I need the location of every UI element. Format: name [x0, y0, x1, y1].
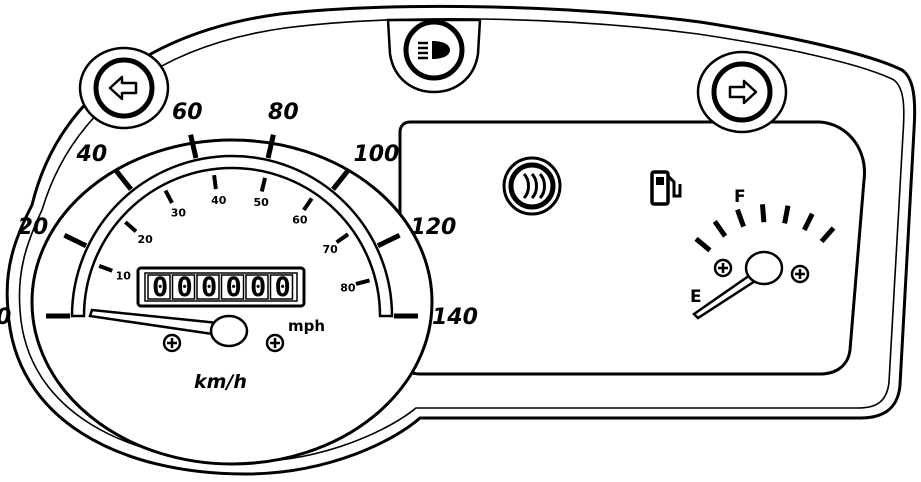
odometer-digit: 0	[250, 272, 266, 303]
mph-tick-label: 80	[340, 281, 356, 294]
mph-tick-label: 60	[292, 213, 308, 226]
odometer-digit: 0	[201, 272, 217, 303]
speed-needle-hub	[209, 314, 249, 348]
mph-unit-label: mph	[288, 317, 325, 335]
mounting-screw-icon	[265, 333, 285, 353]
mounting-screw-icon	[162, 333, 182, 353]
kmh-tick-label: 80	[268, 100, 299, 125]
odometer-digit-cell	[196, 274, 220, 300]
kmh-tick-label: 20	[18, 215, 49, 240]
right-turn-icon	[728, 79, 758, 105]
mph-tick	[302, 197, 314, 212]
kmh-tick	[331, 169, 350, 191]
kmh-tick-label: 100	[353, 142, 399, 167]
mounting-screw-icon	[790, 264, 810, 284]
engine-check-icon	[522, 172, 546, 200]
odometer-digit-cell	[245, 274, 269, 300]
fuel-level-segment	[782, 205, 791, 224]
mph-tick-label: 70	[322, 243, 338, 256]
mph-tick-label: 20	[137, 233, 153, 246]
odometer-digit: 0	[275, 272, 291, 303]
odometer-digit-cell	[171, 274, 196, 300]
kmh-tick	[376, 233, 401, 248]
left-turn-indicator	[78, 46, 170, 130]
odometer-digit: 0	[226, 272, 242, 303]
headlight-icon	[418, 41, 450, 60]
mph-tick	[335, 232, 350, 244]
mph-scale-labels: 10 20 30 40 50 60 70 80	[116, 194, 356, 295]
mph-tick	[163, 189, 174, 204]
fuel-level-segment	[694, 236, 712, 253]
kmh-tick-label: 60	[172, 100, 203, 125]
fuel-level-segment	[819, 226, 836, 244]
fuel-pump-icon	[650, 170, 682, 206]
cluster-housing-inner	[18, 18, 905, 463]
kmh-tick-label: 0	[0, 305, 11, 330]
mph-tick	[355, 278, 370, 286]
odometer-digit: 0	[177, 272, 193, 303]
kmh-tick	[188, 134, 199, 159]
kmh-tick	[265, 134, 276, 159]
odometer-digit-cell	[147, 274, 171, 300]
fuel-level-segments	[694, 204, 836, 253]
kmh-tick-label: 120	[410, 215, 456, 240]
headlight-indicator	[386, 18, 482, 94]
kmh-tick	[63, 233, 88, 248]
mph-tick	[98, 263, 113, 273]
mph-tick-label: 10	[116, 269, 132, 282]
mph-tick-label: 50	[253, 196, 269, 209]
kmh-tick	[114, 169, 133, 191]
right-turn-indicator	[696, 50, 788, 134]
kmh-scale-labels: 020406080100120140	[0, 100, 478, 330]
fuel-empty-label: E	[690, 287, 702, 307]
fuel-level-segment	[735, 208, 746, 228]
fuel-needle-hub	[744, 250, 784, 286]
odometer-digit: 0	[152, 272, 168, 303]
fuel-panel	[398, 120, 866, 376]
mph-tick	[124, 220, 138, 233]
mph-tick-label: 30	[171, 207, 187, 220]
mph-tick	[212, 174, 218, 190]
kmh-tick-label: 140	[432, 305, 478, 330]
engine-check-indicator	[502, 156, 562, 216]
mph-tick-label: 40	[211, 194, 227, 207]
fuel-level-segment	[712, 220, 728, 238]
fuel-level-segment	[759, 204, 767, 223]
left-turn-icon	[108, 75, 138, 101]
kmh-unit-label: km/h	[194, 371, 247, 393]
mph-tick-marks	[98, 174, 370, 286]
fuel-full-label: F	[734, 187, 746, 207]
kmh-tick-label: 40	[76, 142, 108, 167]
odometer-digit-cell	[269, 274, 294, 300]
mph-tick	[259, 177, 267, 192]
odometer-digit-cell	[220, 274, 245, 300]
kmh-tick-marks	[46, 134, 418, 319]
mph-scale-arc	[70, 154, 394, 318]
fuel-level-segment	[802, 212, 815, 232]
mounting-screw-icon	[713, 258, 733, 278]
